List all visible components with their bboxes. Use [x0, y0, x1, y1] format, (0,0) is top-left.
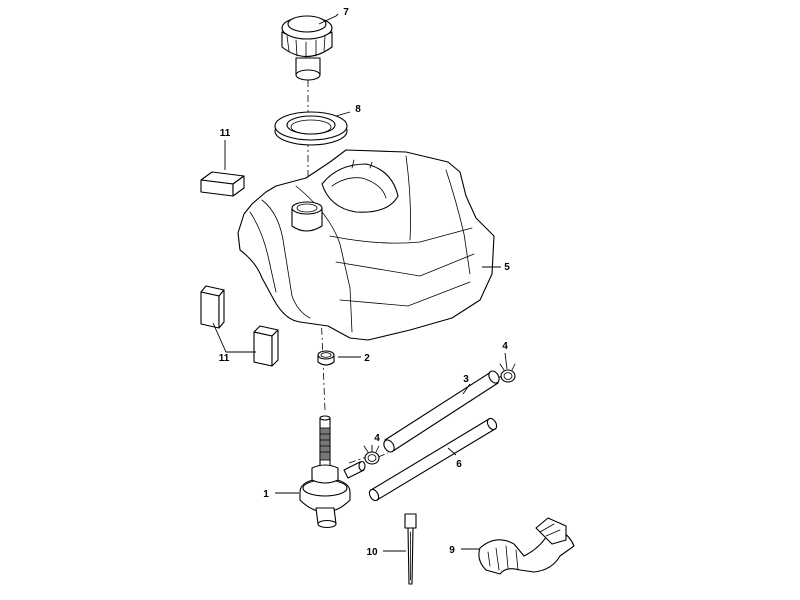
- callout-leaders: [212, 13, 508, 552]
- fuel-cap: [281, 15, 333, 81]
- callout-6: 5: [504, 262, 510, 273]
- callout-4-upper: 4: [502, 341, 508, 352]
- callout-9: 9: [449, 545, 455, 556]
- callout-3: 3: [463, 374, 469, 385]
- callout-7: 7: [343, 7, 349, 18]
- callout-2: 2: [364, 353, 370, 364]
- callout-11-bottom: 11: [219, 353, 230, 364]
- fuel-hose-upper: [383, 370, 500, 453]
- callout-5: 6: [456, 459, 462, 470]
- fuel-tank: [237, 149, 495, 341]
- fuel-hose-lower: [368, 417, 498, 502]
- callout-11-top: 11: [220, 128, 231, 139]
- callout-10: 10: [366, 547, 378, 558]
- hose-clamp-upper: [499, 363, 516, 383]
- hose-holder: [478, 517, 575, 575]
- cable-tie: [404, 513, 417, 585]
- callout-labels: 7 8 11 5 11 2 3 4 4 6 1 10 9: [219, 7, 511, 558]
- foam-pad-left: [200, 285, 225, 329]
- foam-pad-top: [200, 171, 245, 197]
- hose-clamp-lower: [363, 445, 380, 465]
- hose-clip-small: [317, 350, 335, 366]
- callout-1: 1: [263, 489, 269, 500]
- fuel-tap: [299, 415, 366, 529]
- foam-pad-right: [253, 325, 279, 367]
- filler-seal-ring: [274, 111, 348, 146]
- callout-8: 8: [355, 104, 361, 115]
- callout-4-lower: 4: [374, 433, 380, 444]
